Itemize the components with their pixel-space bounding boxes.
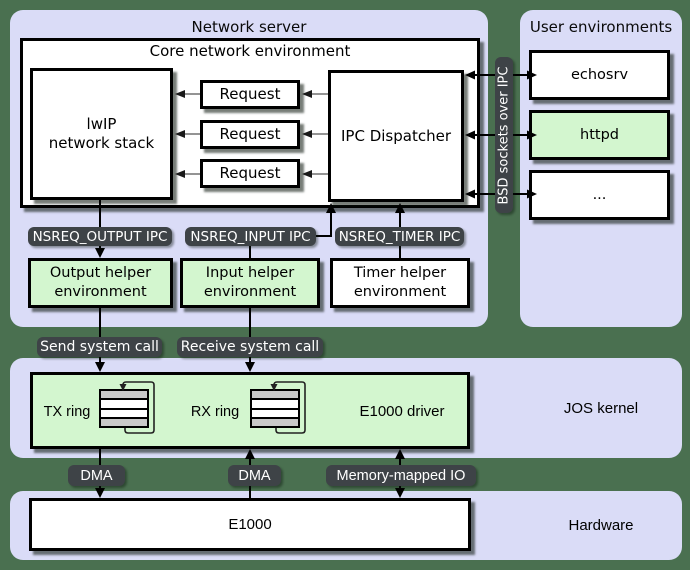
rx-ring-icon [250,389,300,428]
nsreq-output-ipc-label: NSREQ_OUTPUT IPC [28,227,172,246]
user-environments-title: User environments [529,18,673,36]
output-helper-line2: environment [54,284,147,300]
request-label-1: Request [219,85,281,103]
other-environments-box: ... [529,170,670,220]
request-label-3: Request [219,164,281,182]
timer-helper-environment-box: Timer helper environment [330,258,470,308]
bsd-sockets-over-ipc-label: BSD sockets over IPC [495,57,513,213]
nsreq-input-ipc-label: NSREQ_INPUT IPC [185,227,316,246]
rx-ring-slot [252,418,298,426]
echosrv-box: echosrv [529,50,670,100]
ipc-dispatcher-box: IPC Dispatcher [328,70,464,202]
output-helper-line1: Output helper [49,265,152,281]
input-helper-line1: Input helper [205,265,295,281]
tx-ring-label: TX ring [43,404,91,420]
request-box-2: Request [200,120,300,149]
timer-helper-line1: Timer helper [353,265,447,281]
nsreq-timer-ipc-label: NSREQ_TIMER IPC [335,227,464,246]
input-helper-environment-box: Input helper environment [180,258,320,308]
lwip-network-stack-box: lwIP network stack [30,68,173,200]
rx-ring-slot [252,400,298,410]
request-box-3: Request [200,159,300,188]
output-helper-environment-box: Output helper environment [28,258,173,308]
dma-left-label: DMA [68,465,125,486]
tx-ring-icon [99,389,149,428]
other-environments-label: ... [592,186,607,203]
core-network-environment-title: Core network environment [149,42,351,60]
httpd-box: httpd [529,110,670,160]
lwip-label-line2: network stack [48,134,155,152]
rx-ring-slot [252,409,298,419]
rx-ring-label: RX ring [190,404,240,420]
request-box-1: Request [200,80,300,109]
echosrv-label: echosrv [570,66,629,83]
send-system-call-label: Send system call [37,337,162,357]
hardware-label: Hardware [568,517,634,534]
input-helper-line2: environment [203,284,297,300]
jos-kernel-label: JOS kernel [563,400,639,417]
receive-system-call-label: Receive system call [177,337,323,357]
e1000-driver-label: E1000 driver [359,403,445,420]
rx-ring-slot [252,391,298,401]
dma-right-label: DMA [228,465,281,486]
ipc-dispatcher-label: IPC Dispatcher [341,126,451,145]
e1000-label: E1000 [228,516,272,533]
tx-ring-slot [101,400,147,410]
network-server-title: Network server [191,18,307,36]
timer-helper-line2: environment [353,284,447,300]
httpd-label: httpd [580,126,619,143]
request-label-2: Request [219,125,281,143]
bsd-sockets-over-ipc-text: BSD sockets over IPC [496,66,512,204]
e1000-box: E1000 [29,498,471,551]
tx-ring-slot [101,409,147,419]
lwip-label-line1: lwIP [86,115,117,133]
tx-ring-slot [101,418,147,426]
tx-ring-slot [101,391,147,401]
memory-mapped-io-label: Memory-mapped IO [326,465,476,486]
